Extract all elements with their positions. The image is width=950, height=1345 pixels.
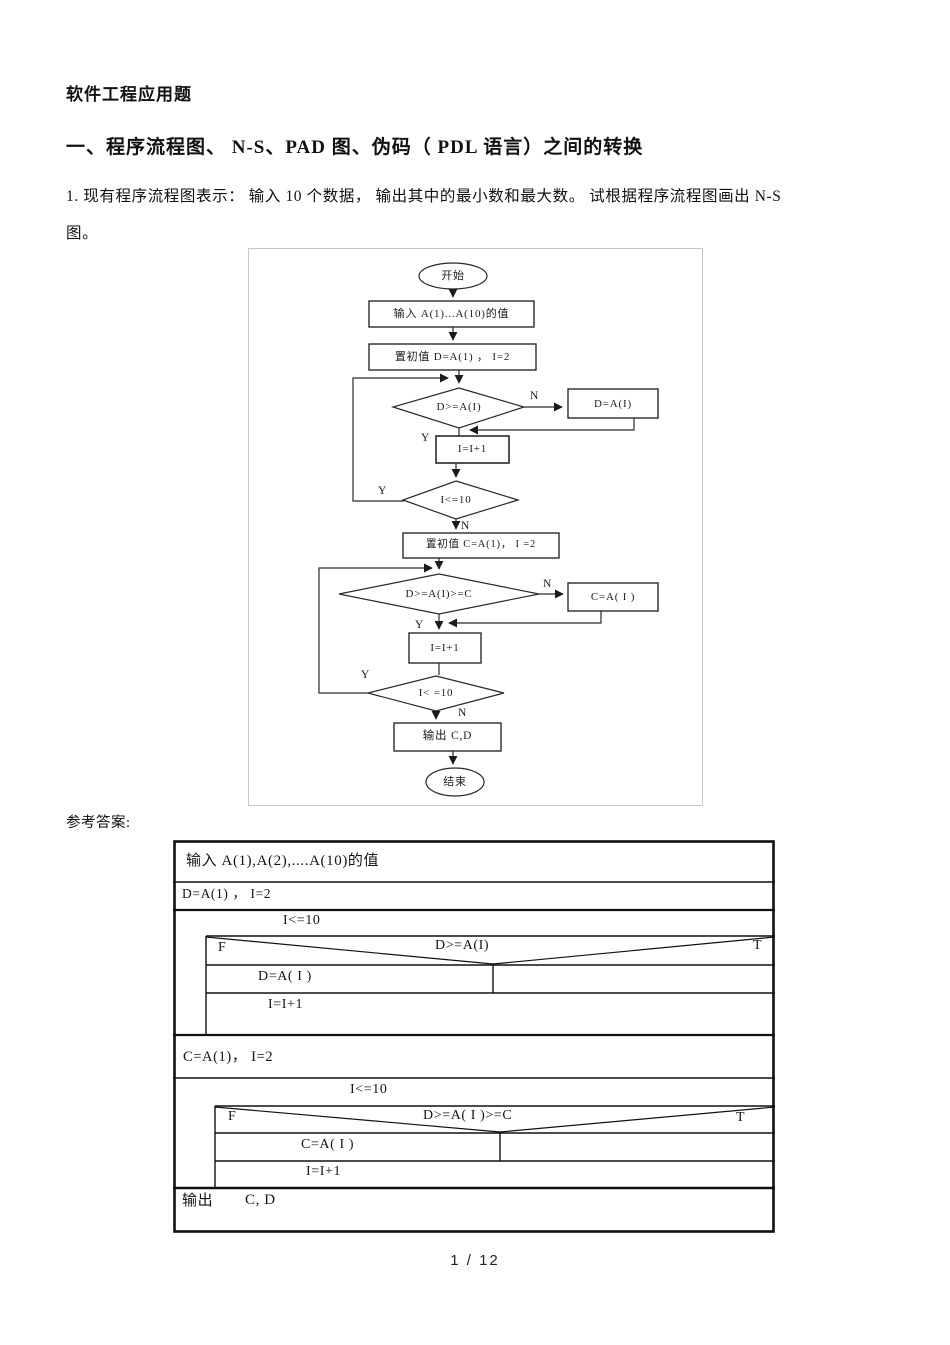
ns-output-value: C, D — [245, 1192, 276, 1208]
end-label: 结束 — [443, 776, 467, 788]
flowchart-figure: 开始 输入 A(1)...A(10)的值 置初值 D=A(1) ， I=2 D>… — [248, 248, 703, 806]
inc2-box — [408, 632, 482, 664]
loop2-no-label: N — [458, 707, 467, 719]
ns-inc2: I=I+1 — [306, 1164, 342, 1179]
loop2-yes-label: Y — [361, 669, 370, 681]
branch2-yes-label: Y — [415, 619, 424, 631]
init-d-label: 置初值 D=A(1) ， I=2 — [394, 351, 511, 363]
ns-input-row: 输入 A(1),A(2),....A(10)的值 — [186, 853, 380, 869]
ns-cond1-false: F — [218, 940, 227, 955]
inc1-box — [435, 435, 510, 464]
ns-assign-d: D=A( I ) — [258, 969, 312, 984]
cond-d-label: D>=A(I) — [436, 401, 482, 413]
input-box — [368, 300, 535, 328]
assign-d-label: D=A(I) — [594, 398, 632, 410]
assign-d-box — [567, 388, 659, 419]
ns-init-d-row: D=A(1) ， I=2 — [182, 886, 272, 901]
output-box — [393, 722, 502, 752]
inc1-label: I=I+1 — [457, 443, 488, 455]
input-label: 输入 A(1)...A(10)的值 — [393, 308, 510, 320]
branch-no-label: N — [530, 390, 539, 402]
page-number: 1 / 12 — [450, 1252, 500, 1269]
output-label: 输出 C,D — [422, 730, 473, 742]
ns-assign-c: C=A( I ) — [301, 1137, 355, 1152]
question-text-line2: 图。 — [66, 225, 99, 242]
loop2-label: I< =10 — [418, 687, 454, 699]
ns-init-c-row: C=A(1)， I=2 — [183, 1049, 274, 1065]
flowchart-lines — [318, 262, 659, 797]
start-label: 开始 — [441, 270, 465, 282]
ns-cond1: D>=A(I) — [435, 938, 490, 953]
end-oval — [425, 767, 485, 797]
ns-cond1-true: T — [753, 938, 763, 953]
branch-yes-label: Y — [421, 432, 430, 444]
branch2-no-label: N — [543, 578, 552, 590]
section-heading: 一、程序流程图、 N-S、PAD 图、伪码（ PDL 语言）之间的转换 — [66, 137, 644, 158]
ns-cond2: D>=A( I )>=C — [423, 1108, 513, 1123]
doc-title: 软件工程应用题 — [66, 85, 192, 104]
reference-answer-label: 参考答案: — [66, 815, 131, 831]
assign-c-box — [567, 582, 659, 612]
assign-c-label: C=A( I ) — [590, 591, 636, 603]
ns-cond2-true: T — [736, 1110, 746, 1125]
ns-inc1: I=I+1 — [268, 997, 304, 1012]
ns-loop1-header: I<=10 — [283, 913, 321, 928]
ns-output-label: 输出 — [182, 1193, 214, 1209]
init-c-box — [402, 532, 560, 559]
ns-cond2-false: F — [228, 1109, 237, 1124]
ns-loop2-header: I<=10 — [350, 1082, 388, 1097]
loop1-yes-label: Y — [378, 485, 387, 497]
loop1-label: I<=10 — [440, 494, 472, 506]
loop1-no-label: N — [461, 520, 470, 532]
init-c-label: 置初值 C=A(1)， I =2 — [425, 539, 537, 550]
init-d-box — [368, 343, 537, 371]
cond-dc-label: D>=A(I)>=C — [405, 588, 473, 600]
inc2-label: I=I+1 — [430, 642, 460, 654]
question-text-line1: 1. 现有程序流程图表示： 输入 10 个数据， 输出其中的最小数和最大数。 试… — [66, 188, 782, 205]
ns-diagram: 输入 A(1),A(2),....A(10)的值 D=A(1) ， I=2 I<… — [173, 840, 775, 1233]
ns-lines — [173, 840, 775, 1233]
